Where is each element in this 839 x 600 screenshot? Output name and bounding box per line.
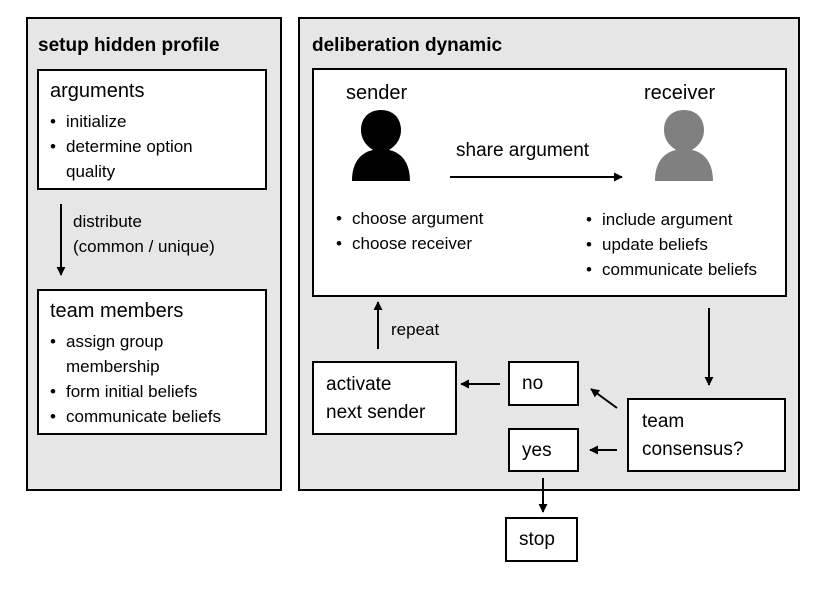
setup-panel-title: setup hidden profile (38, 35, 220, 56)
sender-list: choose argument choose receiver (336, 206, 536, 256)
team-members-item-beliefs: form initial beliefs (50, 379, 260, 404)
yes-box: yes (508, 428, 579, 472)
consensus-text: team consensus? (642, 408, 743, 464)
share-argument-label: share argument (456, 140, 590, 161)
sender-item-choose-argument: choose argument (336, 206, 536, 231)
activate-line-2: next sender (326, 402, 426, 423)
person-icon (655, 110, 713, 181)
person-icon (352, 110, 410, 181)
sender-label: sender (346, 82, 408, 104)
distribute-label: distribute (common / unique) (73, 211, 215, 258)
consensus-box: team consensus? (627, 398, 786, 472)
arguments-item-initialize: initialize (50, 109, 255, 134)
consensus-to-no-arrow (590, 388, 618, 409)
distribute-line-1: distribute (73, 212, 142, 231)
no-text: no (522, 373, 544, 394)
consensus-line-1: team (642, 411, 685, 432)
receiver-label: receiver (644, 82, 716, 104)
arguments-box: arguments initialize determine option qu… (37, 69, 267, 190)
sender-receiver-box: sender receiver share argument choose ar… (312, 68, 787, 297)
arguments-list: initialize determine option quality (50, 109, 255, 184)
receiver-person-icon (655, 110, 713, 181)
receiver-item-include: include argument (586, 207, 786, 232)
arguments-title: arguments (50, 80, 145, 102)
receiver-item-update: update beliefs (586, 232, 786, 257)
activate-box: activate next sender (312, 361, 457, 435)
no-box: no (508, 361, 579, 406)
receiver-item-communicate: communicate beliefs (586, 257, 786, 282)
sender-item-choose-receiver: choose receiver (336, 231, 536, 256)
deliberation-panel-title: deliberation dynamic (312, 35, 503, 56)
stop-text: stop (519, 529, 555, 550)
receiver-list: include argument update beliefs communic… (586, 207, 786, 282)
activate-line-1: activate (326, 374, 392, 395)
activate-text: activate next sender (326, 371, 425, 427)
arguments-item-determine-quality: determine option quality (50, 134, 221, 184)
yes-text: yes (522, 440, 552, 461)
sender-person-icon (352, 110, 410, 181)
team-members-item-assign: assign group membership (50, 329, 196, 379)
repeat-label: repeat (391, 320, 440, 339)
team-members-list: assign group membership form initial bel… (50, 329, 260, 429)
consensus-line-2: consensus? (642, 439, 744, 460)
team-members-box: team members assign group membership for… (37, 289, 267, 435)
distribute-line-2: (common / unique) (73, 237, 215, 256)
stop-box: stop (505, 517, 578, 562)
team-members-title: team members (50, 300, 184, 322)
team-members-item-communicate: communicate beliefs (50, 404, 260, 429)
